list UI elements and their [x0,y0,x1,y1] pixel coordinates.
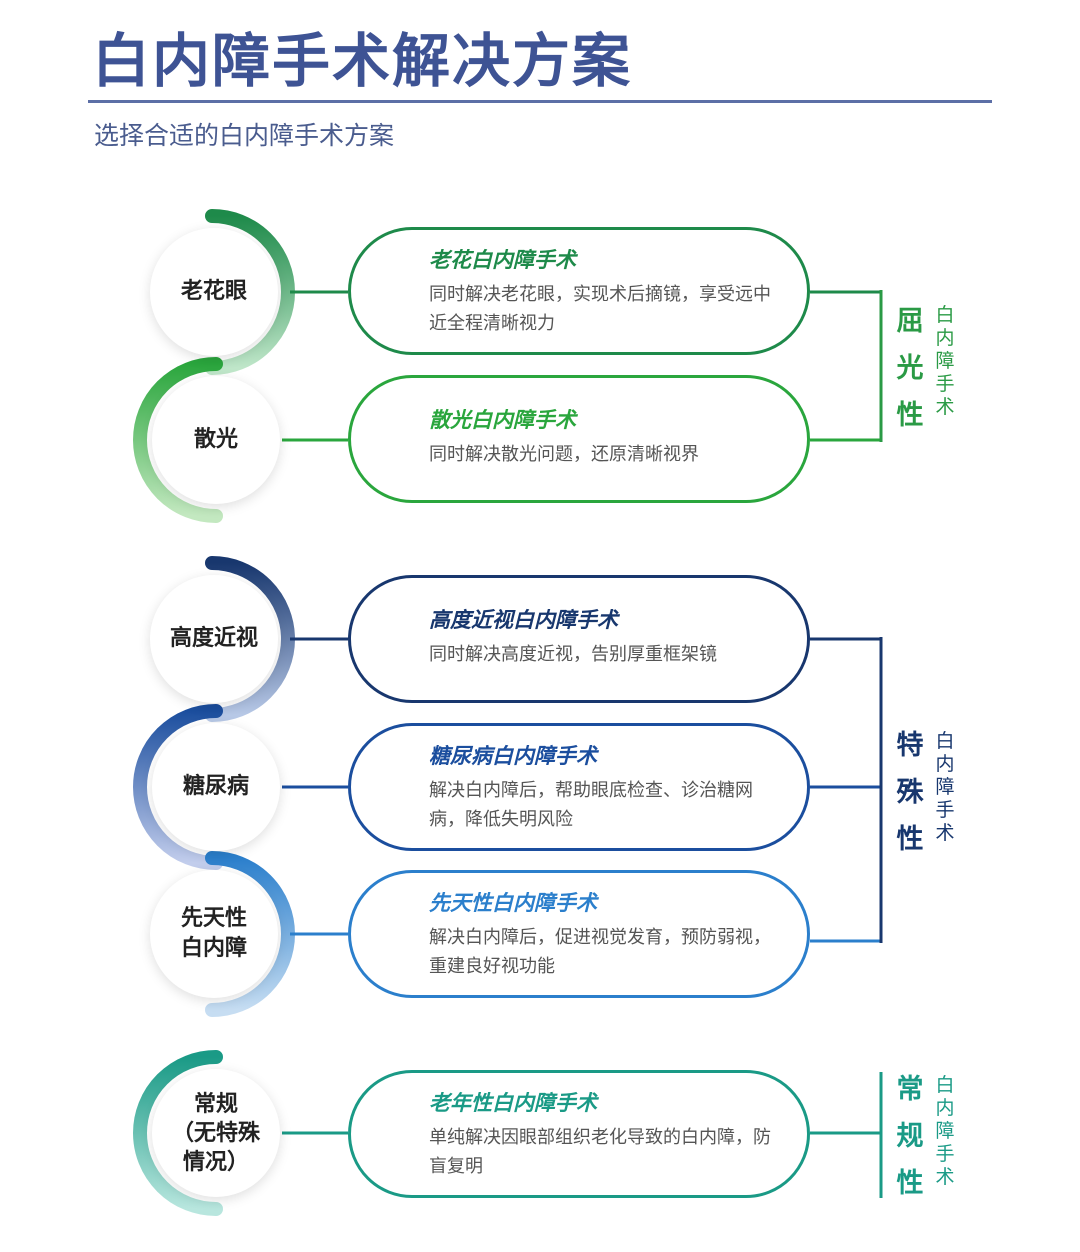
card-description: 单纯解决因眼部组织老化导致的白内障，防盲复明 [429,1127,771,1177]
node-gaodujinshi: 高度近视 [150,575,278,703]
card-description: 同时解决高度近视，告别厚重框架镜 [429,644,717,665]
card-description: 解决白内障后，帮助眼底检查、诊治糖网病，降低失明风险 [429,780,753,830]
card-xiantianxing-surgery: 先天性白内障手术 解决白内障后，促进视觉发育，预防弱视，重建良好视功能 [348,870,810,998]
category-sublabel: 白内障手术 [935,730,955,844]
node-changgui: 常规 （无特殊 情况） [152,1069,280,1197]
node-label: 糖尿病 [182,774,249,799]
node-tangniaobing: 糖尿病 [152,723,280,851]
category-sublabel: 白内障手术 [935,304,955,418]
card-gaodujinshi-surgery: 高度近视白内障手术 同时解决高度近视，告别厚重框架镜 [348,575,810,703]
node-xiantianxing: 先天性 白内障 [150,870,278,998]
node-laohuayan: 老花眼 [150,228,278,356]
node-label: 常规 （无特殊 情况） [171,1091,260,1175]
card-tangniaobing-surgery: 糖尿病白内障手术 解决白内障后，帮助眼底检查、诊治糖网病，降低失明风险 [348,723,810,851]
card-title: 糖尿病白内障手术 [429,744,597,768]
card-description: 解决白内障后，促进视觉发育，预防弱视，重建良好视功能 [429,927,771,977]
card-title: 散光白内障手术 [429,408,576,432]
page-subtitle: 选择合适的白内障手术方案 [94,121,395,150]
page-title: 白内障手术解决方案 [92,27,633,95]
card-laohua-surgery: 老花白内障手术 同时解决老花眼，实现术后摘镜，享受远中近全程清晰视力 [348,227,810,355]
node-label: 老花眼 [180,279,247,304]
card-title: 高度近视白内障手术 [429,608,618,632]
node-label: 先天性 白内障 [180,906,247,961]
card-title: 老花白内障手术 [429,248,576,272]
card-title: 老年性白内障手术 [429,1091,597,1115]
node-label: 高度近视 [169,626,258,651]
card-laonianxing-surgery: 老年性白内障手术 单纯解决因眼部组织老化导致的白内障，防盲复明 [348,1070,810,1198]
category-label: 常规性 [896,1074,924,1199]
category-label: 屈光性 [896,306,924,431]
node-sanguang: 散光 [152,376,280,504]
card-sanguang-surgery: 散光白内障手术 同时解决散光问题，还原清晰视界 [348,375,810,503]
node-label: 散光 [193,427,238,452]
card-title: 先天性白内障手术 [429,891,597,915]
card-description: 同时解决老花眼，实现术后摘镜，享受远中近全程清晰视力 [429,284,771,334]
title-divider [88,100,992,103]
category-sublabel: 白内障手术 [935,1074,955,1188]
category-label: 特殊性 [896,730,924,855]
card-description: 同时解决散光问题，还原清晰视界 [429,444,699,465]
